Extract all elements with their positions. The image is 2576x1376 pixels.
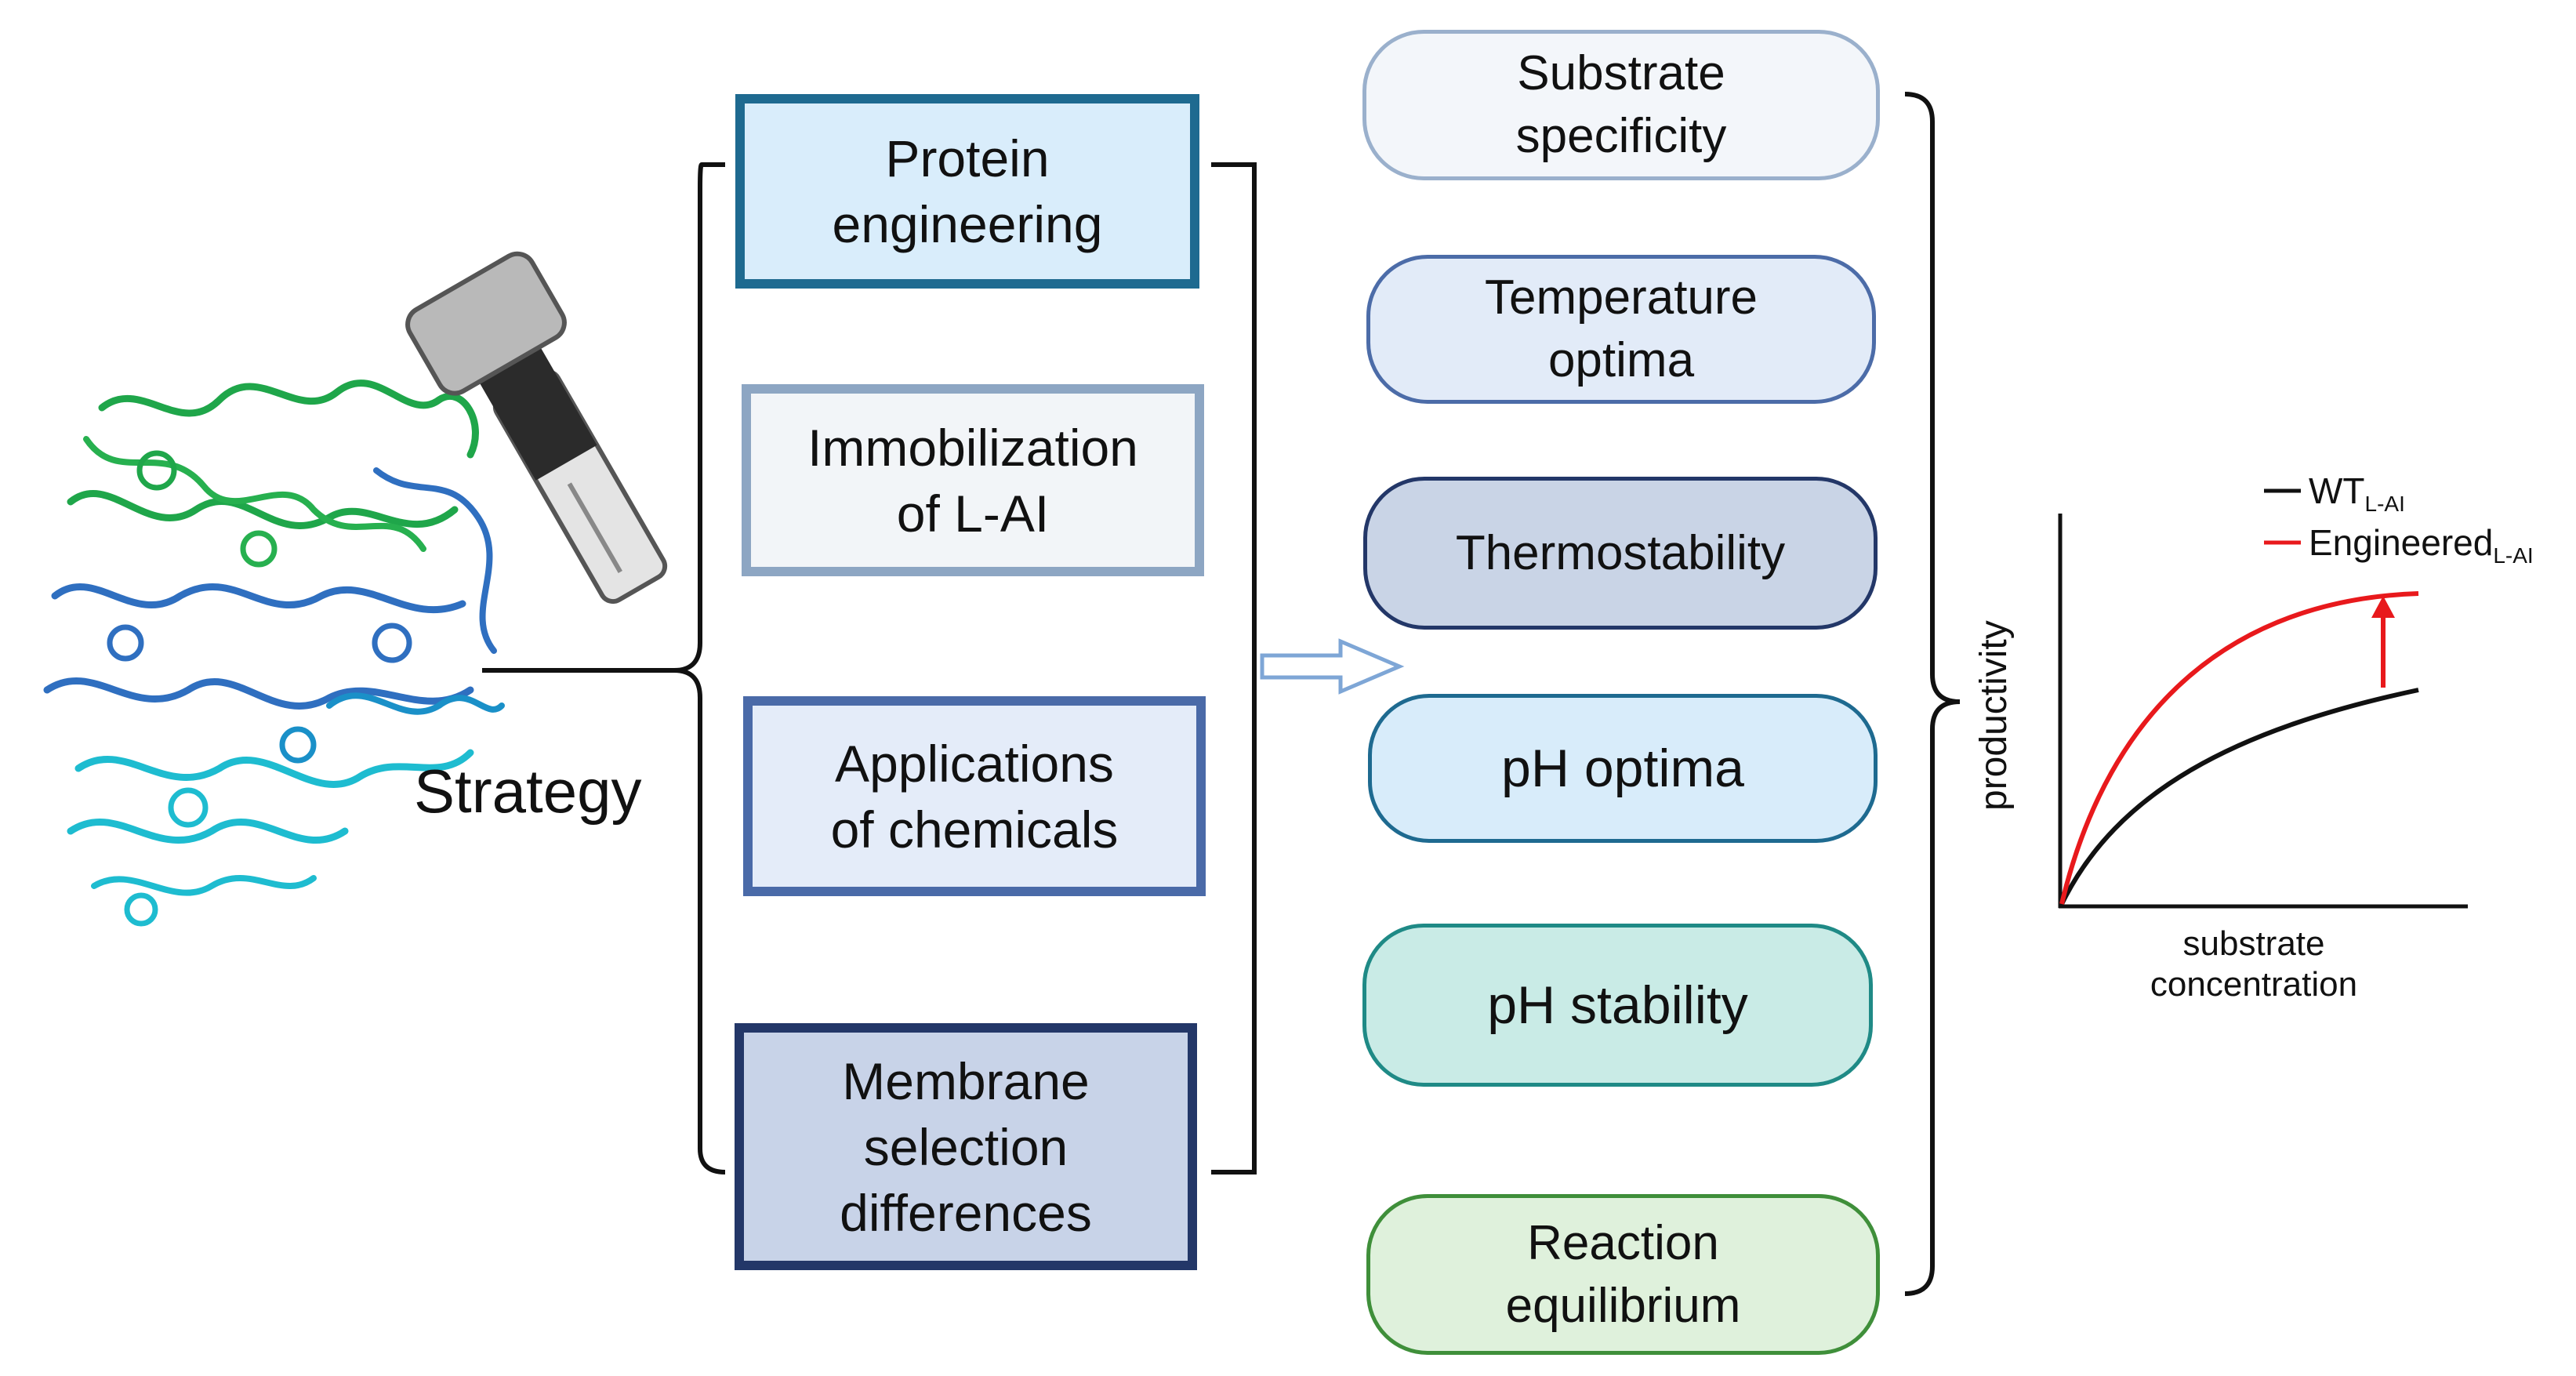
strategy-box-line: engineering [832, 195, 1103, 253]
curve-wt [2059, 688, 2419, 906]
curve-engineered [2059, 591, 2419, 905]
graph-x-label: substrate concentration [2077, 924, 2430, 1005]
legend-subscript: L-AI [2364, 492, 2405, 517]
strategy-box-line: selection [863, 1117, 1068, 1176]
graph-y-label: productivity [1973, 620, 2015, 811]
productivity-graph [2058, 488, 2468, 909]
strategy-box-membrane-selection: Membrane selection differences [735, 1023, 1197, 1270]
property-pill-reaction-equilibrium: Reaction equilibrium [1366, 1194, 1880, 1355]
strategy-label: Strategy [414, 757, 642, 826]
property-pill-line: Thermostability [1455, 525, 1786, 580]
properties-curly-bracket [1904, 92, 1961, 1296]
property-pill-thermostability: Thermostability [1363, 477, 1878, 630]
legend-name: Engineered [2309, 522, 2494, 563]
hammer-icon [405, 251, 668, 604]
legend-name: WT [2309, 470, 2365, 511]
strategy-box-line: Membrane [842, 1051, 1090, 1110]
strategy-box-immobilization: Immobilization of L-AI [742, 384, 1204, 576]
graph-x-label-line: concentration [2150, 965, 2358, 1004]
property-pill-line: Reaction [1527, 1215, 1719, 1270]
property-pill-line: optima [1547, 333, 1695, 387]
property-pill-line: Temperature [1484, 270, 1758, 325]
strategy-box-line: differences [840, 1183, 1092, 1242]
property-pill-line: pH stability [1487, 975, 1748, 1035]
legend-entry-engineered: EngineeredL-AI [2309, 521, 2534, 578]
property-pill-ph-stability: pH stability [1362, 924, 1873, 1087]
protein-structure-icon [43, 379, 505, 927]
flow-arrow-icon [1260, 638, 1405, 695]
strategy-box-line: Applications [835, 734, 1114, 793]
strategy-right-bracket [1211, 162, 1257, 1175]
property-pill-ph-optima: pH optima [1368, 694, 1878, 843]
legend-subscript: L-AI [2493, 543, 2534, 568]
property-pill-line: specificity [1515, 109, 1727, 163]
graph-x-label-line: substrate [2182, 924, 2325, 963]
property-pill-line: Substrate [1517, 46, 1725, 100]
improvement-arrowhead-icon [2371, 596, 2395, 618]
strategy-box-line: of chemicals [830, 800, 1119, 859]
strategy-box-line: Immobilization [807, 418, 1138, 477]
property-pill-substrate-specificity: Substrate specificity [1362, 30, 1880, 180]
property-pill-line: pH optima [1501, 739, 1744, 798]
legend-entry-wt: WTL-AI [2309, 469, 2405, 526]
strategy-box-line: of L-AI [896, 484, 1050, 543]
property-pill-temperature-optima: Temperature optima [1366, 255, 1876, 404]
strategy-box-line: Protein [885, 129, 1050, 187]
strategy-box-protein-engineering: Protein engineering [735, 94, 1199, 289]
strategy-box-applications-of-chemicals: Applications of chemicals [743, 696, 1206, 896]
property-pill-line: equilibrium [1505, 1278, 1741, 1333]
strategy-left-bracket [673, 162, 726, 1175]
